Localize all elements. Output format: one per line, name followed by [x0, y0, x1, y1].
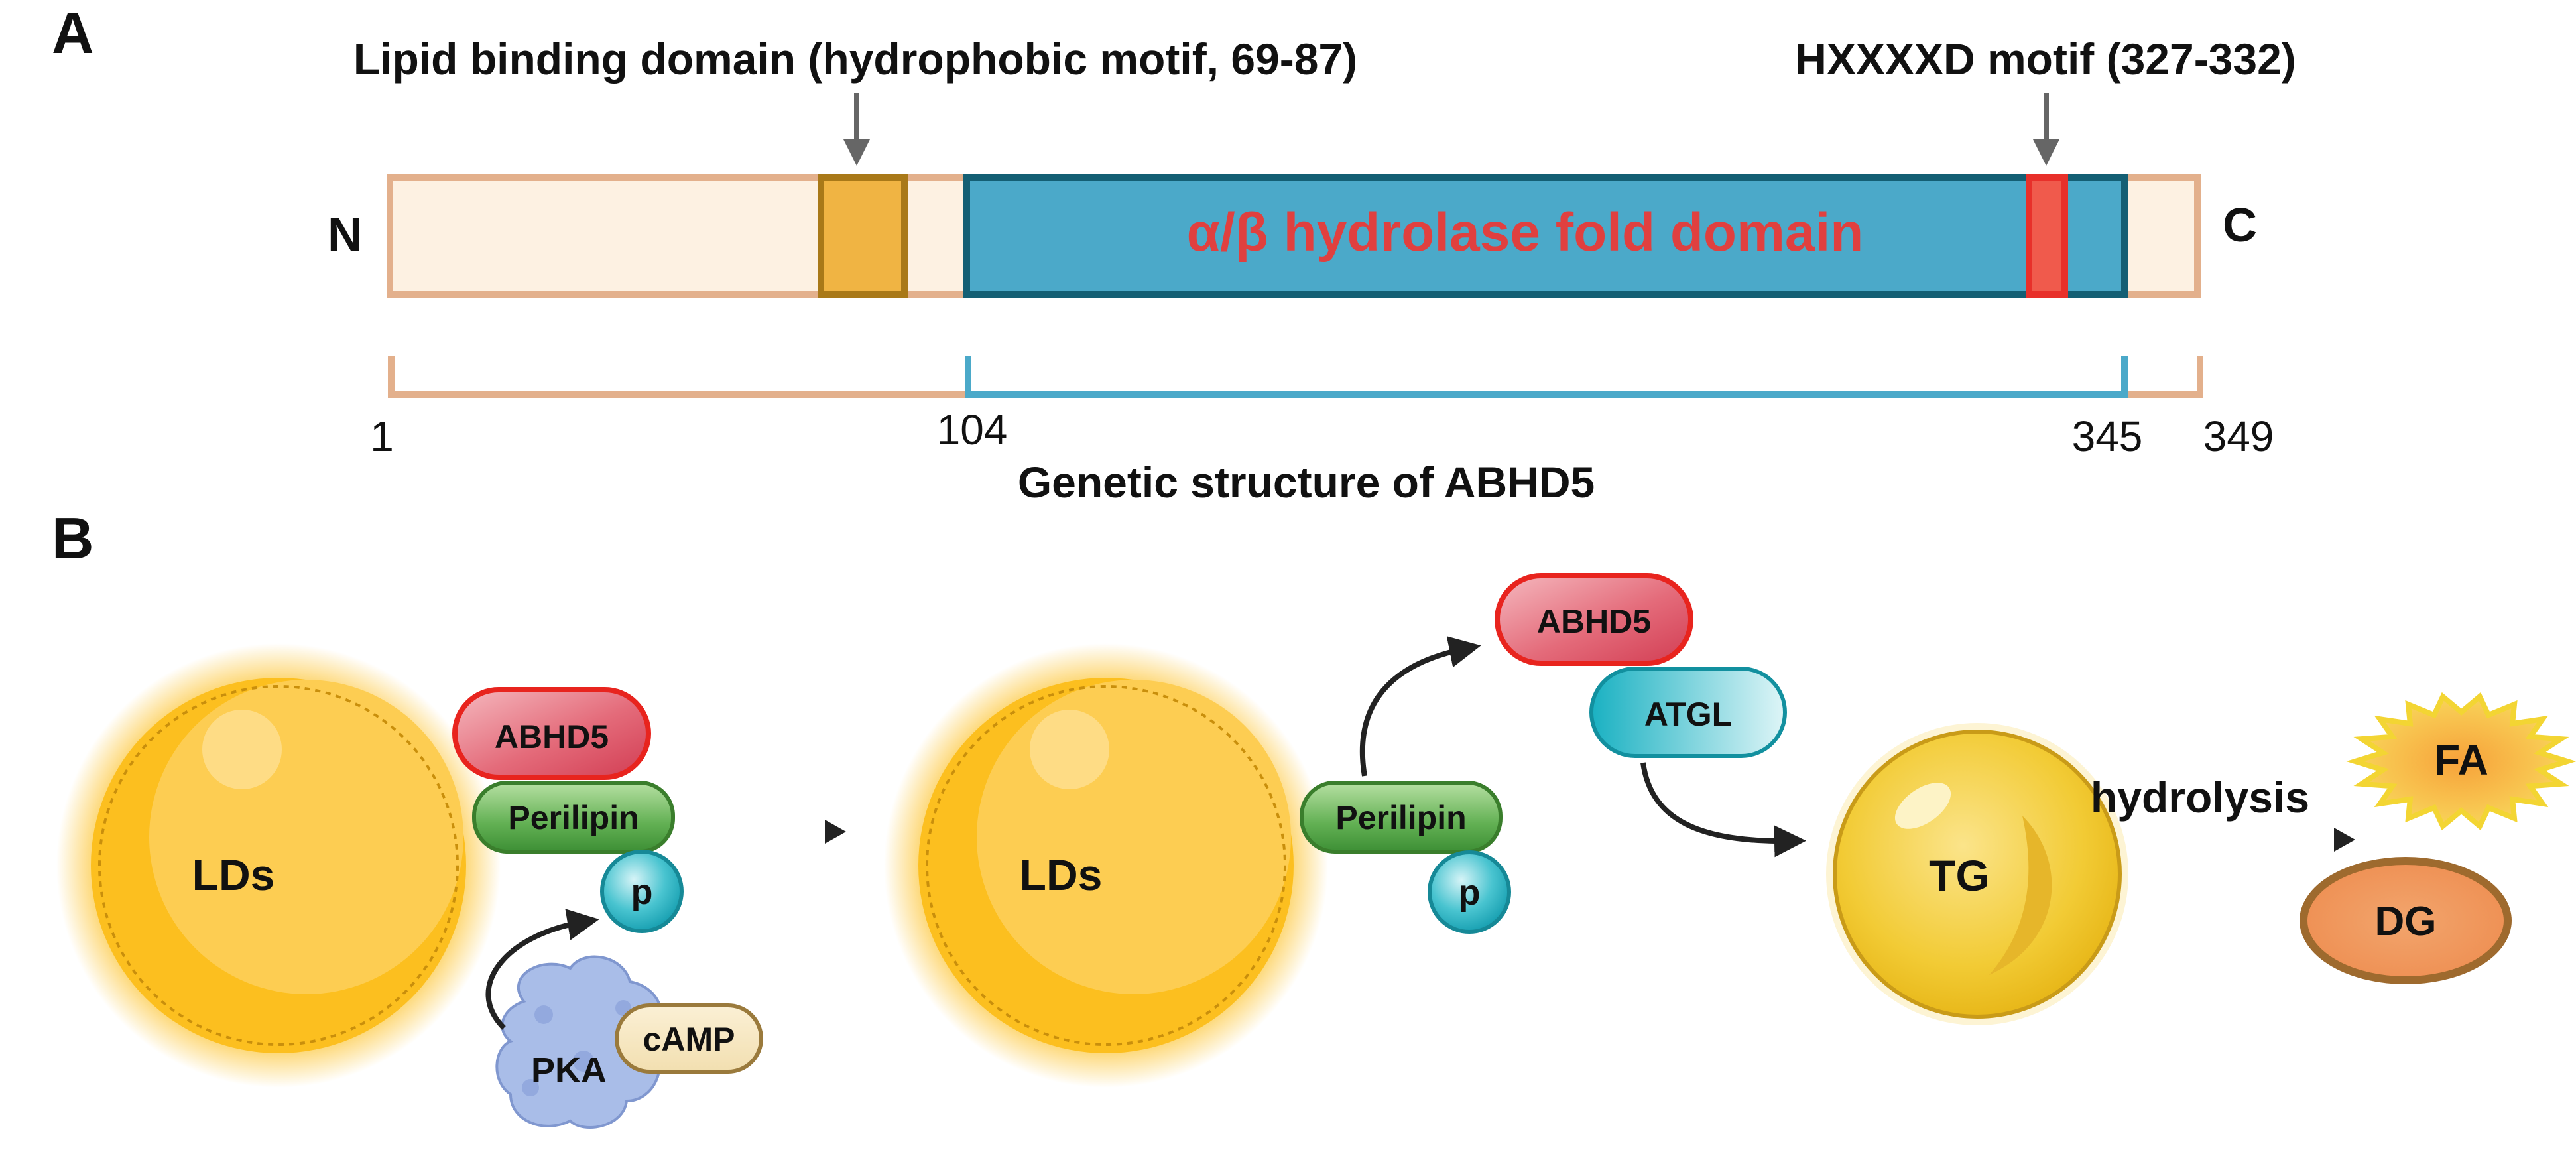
phosphate-circle-2: [1428, 850, 1511, 934]
lipid-droplet-1: [56, 643, 501, 1088]
perilipin-pill-1: [472, 781, 675, 854]
triglyceride-droplet: [1826, 723, 2128, 1025]
fa-label: FA: [2434, 736, 2488, 784]
transition-arrow-head: [825, 820, 846, 844]
tg-label: TG: [1929, 851, 1990, 900]
abhd5-label-1: ABHD5: [495, 718, 609, 755]
panel-a-label: A: [52, 0, 94, 66]
n-terminus-label: N: [328, 208, 362, 261]
perilipin-pill-2: [1300, 781, 1503, 854]
release-arrow: [1359, 636, 1481, 777]
hydrolysis-arrow-head: [2334, 828, 2355, 852]
perilipin-label-2: Perilipin: [1335, 799, 1466, 836]
panel-b-label: B: [52, 505, 94, 571]
hxxxxd-motif: [2026, 174, 2068, 298]
perilipin-label-1: Perilipin: [508, 799, 639, 836]
panel-a-caption: Genetic structure of ABHD5: [1018, 458, 1595, 507]
position-label: 1: [370, 413, 394, 460]
hxxxxd-motif-label: HXXXXD motif (327-332): [1795, 34, 2296, 84]
position-label: 345: [2072, 413, 2143, 460]
hydrolysis-label: hydrolysis: [2091, 773, 2309, 822]
fatty-acid-starburst: [2346, 692, 2576, 831]
abhd5-label-2: ABHD5: [1537, 603, 1651, 640]
lds-label-2: LDs: [1020, 850, 1103, 899]
scale-bracket-domain: [965, 356, 2128, 398]
lds-label-1: LDs: [192, 850, 275, 899]
phosphate-label-1: p: [631, 872, 653, 912]
atgl-to-tg-arrow: [1640, 762, 1806, 858]
pka-to-p-arrow: [485, 909, 599, 1030]
camp-pill: [615, 1003, 763, 1074]
lipid-domain-label: Lipid binding domain (hydrophobic motif,…: [353, 34, 1357, 84]
dg-label: DG: [2375, 899, 2437, 944]
pka-blob: [495, 955, 664, 1129]
lipid-droplet-2: [884, 643, 1328, 1088]
phosphate-circle-1: [600, 850, 684, 933]
lipid-binding-domain: [818, 174, 908, 298]
abhd5-pill-2: [1495, 573, 1693, 666]
c-terminus-label: C: [2223, 199, 2257, 252]
atgl-label: ATGL: [1644, 696, 1732, 733]
position-label: 104: [937, 406, 1008, 454]
position-label: 349: [2203, 413, 2274, 460]
domain-label: α/β hydrolase fold domain: [1187, 202, 1864, 263]
atgl-pill: [1589, 667, 1787, 758]
diglyceride-ellipse: [2300, 857, 2512, 984]
abhd5-pill-1: [452, 687, 651, 780]
camp-label: cAMP: [643, 1021, 735, 1058]
pka-label: PKA: [531, 1051, 607, 1090]
scale-bracket-full: [388, 356, 2203, 398]
phosphate-label-2: p: [1459, 873, 1481, 913]
alpha-beta-hydrolase-domain: [963, 174, 2128, 298]
